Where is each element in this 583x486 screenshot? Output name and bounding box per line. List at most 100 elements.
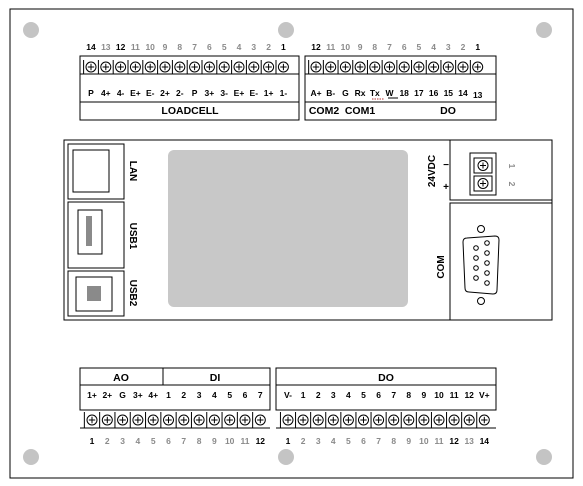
power-minus-label: −	[443, 160, 449, 171]
port-label: LAN	[127, 161, 138, 182]
do-signal-label: 3	[331, 390, 336, 400]
comm-do-signal-label: 15	[444, 88, 454, 98]
do-terminal-screw	[342, 414, 354, 426]
loadcell-terminal-screw	[218, 61, 230, 73]
comm-do-signal-label: 17	[414, 88, 424, 98]
do-terminal-screw	[312, 414, 324, 426]
comm-do-pin-number: 7	[387, 42, 392, 52]
loadcell-pin-number: 7	[192, 42, 197, 52]
do-pin-number: 4	[331, 436, 336, 446]
do-pin-number: 5	[346, 436, 351, 446]
do-terminal-screw	[327, 414, 339, 426]
comm-do-signal-label: G	[342, 88, 349, 98]
power-pin-number: 2	[507, 182, 517, 187]
do-terminal-screw	[463, 414, 475, 426]
ao-di-terminal-screw	[239, 414, 251, 426]
do-pin-number: 7	[376, 436, 381, 446]
loadcell-signal-label: P	[88, 88, 94, 98]
do-terminal-screw	[448, 414, 460, 426]
loadcell-pin-number: 12	[116, 42, 126, 52]
comm-do-terminal-screw	[384, 61, 395, 73]
ao-di-terminal-screw	[117, 414, 129, 426]
loadcell-pin-number: 14	[86, 42, 96, 52]
do-signal-label: 9	[422, 390, 427, 400]
do-terminal-screw	[388, 414, 400, 426]
com-port-label: COM	[436, 255, 447, 278]
comm-do-group-label: COM2	[309, 105, 339, 117]
ao-di-pin-number: 9	[212, 436, 217, 446]
ao-di-terminal-screw	[163, 414, 174, 426]
loadcell-signal-label: 3-	[220, 88, 228, 98]
loadcell-terminal-screw	[277, 61, 289, 73]
loadcell-signal-label: 1+	[264, 88, 274, 98]
mounting-hole-bottom-left	[23, 449, 39, 465]
do-group-label: DO	[378, 372, 394, 384]
comm-do-pin-number: 3	[446, 42, 451, 52]
ao-di-pin-number: 12	[256, 436, 266, 446]
do-signal-label: 4	[346, 390, 351, 400]
usb1-port-tongue	[86, 216, 92, 246]
loadcell-terminal-screw	[129, 61, 141, 73]
loadcell-terminal-screw	[233, 61, 245, 73]
comm-do-pin-number: 2	[461, 42, 466, 52]
loadcell-block-outline	[79, 55, 300, 121]
ao-di-terminal-screw	[178, 414, 190, 426]
comm-do-signal-label: 13	[473, 90, 483, 100]
comm-do-terminal-screw	[472, 61, 484, 73]
comm-do-signal-label: 14	[458, 88, 468, 98]
do-terminal-screw	[433, 414, 445, 426]
ao-di-signal-label: 2	[181, 390, 186, 400]
do-pin-number: 8	[391, 436, 396, 446]
loadcell-terminal-screw	[248, 61, 260, 73]
loadcell-signal-label: E-	[250, 88, 259, 98]
comm-do-terminal-screw	[442, 61, 454, 73]
do-signal-label: 2	[316, 390, 321, 400]
do-pin-number: 9	[406, 436, 411, 446]
loadcell-signal-label: 3+	[205, 88, 215, 98]
loadcell-terminal-screw	[203, 61, 215, 73]
ao-di-signal-label: 1+	[87, 390, 97, 400]
ao-di-pin-number: 11	[241, 436, 250, 446]
ao-di-terminal-screw	[224, 414, 236, 426]
do-signal-label: 10	[434, 390, 444, 400]
ao-di-signal-label: 7	[258, 390, 263, 400]
loadcell-terminal-screw	[159, 61, 171, 73]
ao-di-pin-number: 2	[105, 436, 110, 446]
ao-di-pin-number: 4	[136, 436, 141, 446]
ao-di-pin-number: 3	[120, 436, 125, 446]
ao-di-signal-label: 5	[227, 390, 232, 400]
comm-do-pin-number: 5	[417, 42, 422, 52]
ao-di-signal-label: G	[119, 390, 126, 400]
loadcell-signal-label: P	[192, 88, 198, 98]
power-voltage-label: 24VDC	[427, 155, 438, 187]
comm-do-pin-number: 6	[402, 42, 407, 52]
loadcell-pin-number: 4	[237, 42, 242, 52]
ao-di-terminal-screw	[193, 414, 205, 426]
do-terminal-screw	[358, 414, 369, 426]
comm-do-pin-number: 10	[341, 42, 351, 52]
ao-di-pin-number: 5	[151, 436, 156, 446]
do-pin-number: 2	[301, 436, 306, 446]
ao-group-label: AO	[113, 372, 129, 384]
do-signal-label: V-	[284, 390, 292, 400]
loadcell-pin-number: 10	[145, 42, 155, 52]
mounting-hole-top-right	[536, 22, 552, 38]
do-pin-number: 1	[286, 436, 291, 446]
do-pin-number: 11	[435, 436, 444, 446]
ao-di-pin-number: 10	[225, 436, 235, 446]
do-pin-number: 6	[361, 436, 366, 446]
loadcell-pin-number: 2	[266, 42, 271, 52]
do-pin-number: 3	[316, 436, 321, 446]
comm-do-pin-number: 9	[358, 42, 363, 52]
com-db9-connector	[462, 225, 500, 305]
comm-do-terminal-screw	[413, 61, 425, 73]
do-signal-label: 8	[406, 390, 411, 400]
comm-do-signal-label: 16	[429, 88, 439, 98]
loadcell-pin-number: 8	[177, 42, 182, 52]
comm-do-terminal-screw	[428, 61, 440, 73]
comm-do-group-label: COM1	[345, 105, 375, 117]
loadcell-pin-number: 9	[163, 42, 168, 52]
port-label: USB2	[127, 280, 138, 307]
di-group-label: DI	[210, 372, 221, 384]
loadcell-pin-number: 13	[101, 42, 111, 52]
